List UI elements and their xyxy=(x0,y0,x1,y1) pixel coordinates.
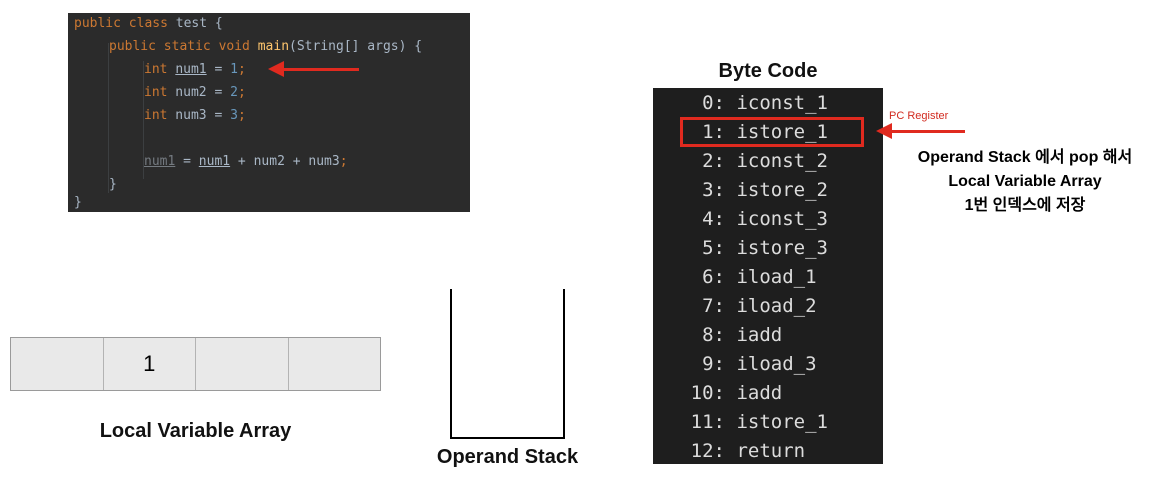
bytecode-line: 4: iconst_3 xyxy=(702,208,828,230)
operand-stack xyxy=(450,289,565,439)
local-variable-array-label: Local Variable Array xyxy=(99,420,292,442)
bytecode-line: 11: istore_1 xyxy=(690,411,828,433)
code-line-class: public class test { xyxy=(74,16,223,31)
code-line-num1: int num1 = 1; xyxy=(144,62,246,77)
indent-guide xyxy=(143,61,144,179)
bytecode-line: 12: return xyxy=(690,440,806,462)
bytecode-line: 9: iload_3 xyxy=(702,353,817,375)
bytecode-line: 10: iadd xyxy=(690,382,783,404)
bytecode-line: 8: iadd xyxy=(702,324,783,346)
note-line-3: 1번 인덱스에 저장 xyxy=(964,197,1086,214)
current-line-arrow xyxy=(282,68,359,71)
pc-register-arrow xyxy=(890,130,965,133)
bytecode-line: 3: istore_2 xyxy=(702,179,828,201)
bytecode-line: 0: iconst_1 xyxy=(702,92,828,114)
local-variable-array: 1 xyxy=(10,337,381,391)
lva-cell-2 xyxy=(196,338,289,390)
code-line-num3: int num3 = 3; xyxy=(144,108,246,123)
current-line-arrowhead xyxy=(268,61,284,77)
code-line-sum: num1 = num1 + num2 + num3; xyxy=(144,154,348,169)
bytecode-line: 7: iload_2 xyxy=(702,295,817,317)
bytecode-line: 1: istore_1 xyxy=(702,121,828,143)
note-line-2: Local Variable Array xyxy=(948,173,1102,190)
byte-code-panel: 0: iconst_1 1: istore_1 2: iconst_2 3: i… xyxy=(653,88,883,464)
explanation-note: Operand Stack 에서 pop 해서 Local Variable A… xyxy=(890,146,1160,218)
code-editor: public class test { public static void m… xyxy=(68,13,470,212)
code-line-close-main: } xyxy=(109,177,117,192)
note-line-1: Operand Stack 에서 pop 해서 xyxy=(917,149,1133,166)
code-line-main: public static void main(String[] args) { xyxy=(109,39,423,54)
pc-register-label: PC Register xyxy=(889,110,949,122)
lva-cell-3 xyxy=(289,338,381,390)
lva-cell-0 xyxy=(11,338,104,390)
lva-cell-1: 1 xyxy=(104,338,196,390)
bytecode-line: 6: iload_1 xyxy=(702,266,817,288)
byte-code-title: Byte Code xyxy=(718,60,818,82)
indent-guide xyxy=(108,43,109,193)
code-line-num2: int num2 = 2; xyxy=(144,85,246,100)
bytecode-line: 5: istore_3 xyxy=(702,237,828,259)
pc-register-arrowhead xyxy=(876,123,892,139)
pc-register-highlight xyxy=(680,117,864,147)
bytecode-line: 2: iconst_2 xyxy=(702,150,828,172)
operand-stack-label: Operand Stack xyxy=(436,446,579,468)
code-line-close-class: } xyxy=(74,195,82,210)
